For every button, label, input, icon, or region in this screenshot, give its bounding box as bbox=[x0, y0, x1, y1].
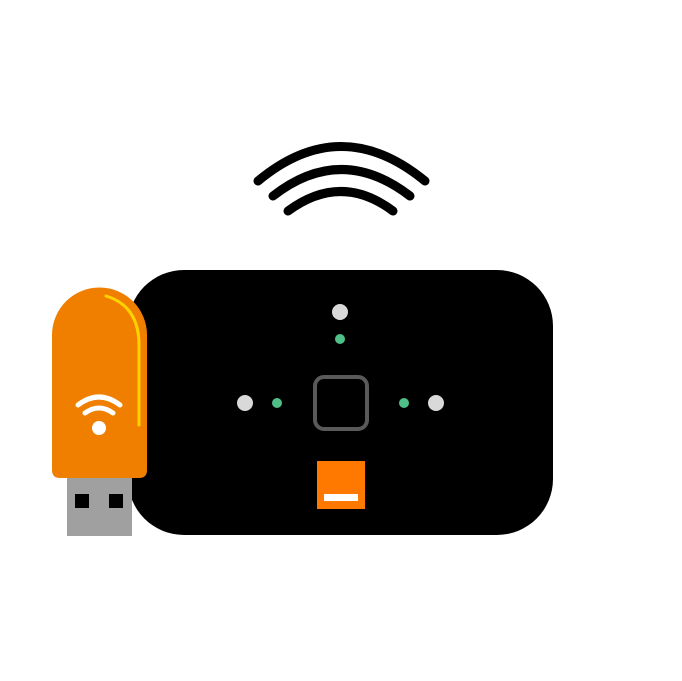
wifi-arc-inner bbox=[283, 187, 398, 216]
wifi-arc-middle bbox=[268, 165, 415, 201]
power-button bbox=[313, 375, 369, 431]
wifi-arc-outer bbox=[253, 142, 430, 186]
indicator-top-gray bbox=[332, 304, 348, 320]
indicator-left-gray bbox=[237, 395, 253, 411]
orange-logo-icon bbox=[317, 461, 365, 509]
usb-dongle-body bbox=[52, 287, 147, 478]
indicator-right-gray bbox=[428, 395, 444, 411]
indicator-right-green bbox=[399, 398, 409, 408]
router-body bbox=[128, 270, 553, 535]
indicator-top-green bbox=[335, 334, 345, 344]
indicator-left-green bbox=[272, 398, 282, 408]
usb-dongle-highlight bbox=[104, 294, 141, 427]
usb-dongle-icon bbox=[52, 287, 147, 536]
wifi-signal-icon bbox=[253, 142, 430, 216]
router-icon bbox=[128, 270, 553, 535]
wifi-icon bbox=[75, 394, 123, 435]
usb-contact-right bbox=[109, 494, 123, 508]
usb-contact-left bbox=[75, 494, 89, 508]
